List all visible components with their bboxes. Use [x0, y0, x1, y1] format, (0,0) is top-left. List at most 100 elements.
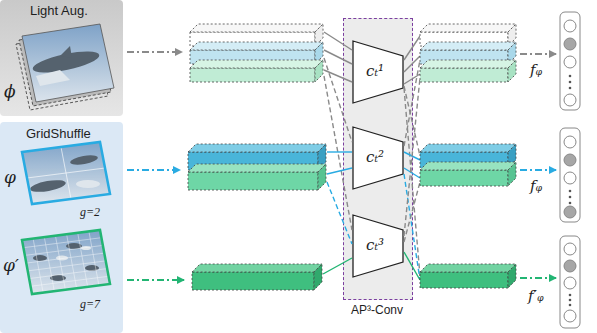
- feature-vector-part: [560, 128, 580, 222]
- shuffled-image-part-part: [33, 255, 47, 261]
- feature-stack-part: [315, 60, 323, 82]
- input-arrow-part: [127, 279, 184, 281]
- feature-vector-part: [560, 236, 580, 328]
- view-symbol: φ: [4, 168, 16, 188]
- input-arrow-part: [127, 169, 180, 171]
- feature-vector-part: [569, 81, 572, 84]
- feature-vector-part: [564, 136, 576, 148]
- flow-line-part: [404, 74, 420, 84]
- flow-line-part: [404, 174, 420, 280]
- augmented-image-part: [20, 20, 120, 110]
- augmented-image-part-part: [20, 20, 120, 110]
- feature-stack: [188, 24, 326, 290]
- flow-line-part: [324, 76, 352, 230]
- flow-line-part: [327, 168, 352, 174]
- view-symbol: ϕ: [4, 82, 16, 102]
- feature-name: f′ᵩ: [528, 288, 544, 305]
- input-arrow: [127, 52, 184, 280]
- feature-stack: [420, 24, 516, 288]
- flow-line-part: [327, 151, 352, 152]
- shuffled-image-part-part-part: [25, 245, 103, 255]
- conv-name: cₜ¹: [366, 63, 384, 80]
- feature-stack-part: [188, 164, 326, 172]
- shuffled-image: [20, 226, 115, 298]
- flow-line-part: [327, 182, 352, 244]
- input-arrow-part: [127, 51, 182, 53]
- module-box: AP³-Convcₜ¹cₜ²cₜ³: [343, 18, 413, 300]
- feature-stack-part: [192, 264, 322, 272]
- feature-stack-part: [192, 272, 314, 290]
- conv-branch: cₜ³: [352, 214, 404, 278]
- feature-vector-part: [560, 12, 580, 110]
- feature-stack-part: [508, 162, 516, 186]
- output-arrow-part: [520, 169, 556, 171]
- feature-stack-part: [420, 68, 508, 82]
- shuffled-image-part: [20, 226, 115, 298]
- feature-vector-part: [564, 260, 576, 272]
- augmented-image-part: [22, 24, 114, 102]
- feature-stack-part: [188, 172, 318, 190]
- feature-vector-part: [564, 56, 576, 68]
- conv-branch: cₜ¹: [352, 40, 404, 104]
- shuffled-image-part-part: [70, 154, 99, 167]
- augmented-image-part-part: [36, 70, 70, 86]
- feature-vector-part: [569, 304, 572, 307]
- feature-stack-part: [420, 60, 516, 68]
- panel-title: GridShuffle: [26, 127, 91, 142]
- trapezoid-shape: [353, 127, 403, 189]
- panel-title: Light Aug.: [30, 4, 88, 19]
- feature-stack-part: [190, 60, 323, 68]
- output-arrow-part: [520, 277, 556, 279]
- feature-vector-part: [564, 20, 576, 32]
- feature-stack-part: [190, 42, 323, 50]
- feature-vector-part: [569, 299, 572, 302]
- feature-vector-part: [569, 294, 572, 297]
- trapezoid-shape: [353, 41, 403, 103]
- flow-line-part: [323, 258, 352, 274]
- shuffled-image-part-part: [23, 231, 108, 292]
- feature-stack-part: [508, 60, 516, 82]
- flow-line-part: [404, 60, 420, 146]
- shuffled-image-part: [20, 138, 115, 208]
- feature-vector-part: [564, 206, 576, 218]
- feature-stack-part: [420, 24, 516, 32]
- flow-line-part: [404, 36, 420, 60]
- feature-stack-part: [508, 264, 516, 288]
- flow-line-part: [404, 88, 420, 276]
- grid-size: g=2: [80, 206, 100, 220]
- shuffled-image-part-part: [76, 180, 100, 188]
- shuffled-image-part-part-part: [28, 261, 106, 271]
- shuffled-image-part-part-part: [67, 234, 77, 288]
- shuffled-image-part-part-part: [78, 233, 88, 287]
- flow-line-part: [324, 32, 352, 50]
- shuffled-image-part-part-part: [55, 236, 65, 290]
- feature-vector-part: [569, 196, 572, 199]
- feature-vector-part: [564, 310, 576, 322]
- augmented-image-part-part: [60, 46, 72, 58]
- feature-vector-part: [564, 38, 576, 50]
- shuffled-image: [20, 138, 115, 208]
- feature-stack-part: [190, 68, 315, 82]
- view-symbol: φ′: [3, 256, 19, 276]
- output-arrow-part: [520, 53, 556, 55]
- flow-line-part: [404, 56, 420, 72]
- conv-name: cₜ²: [366, 149, 384, 166]
- feature-vector-part: [564, 243, 576, 255]
- feature-stack-part: [420, 144, 516, 152]
- feature-stack-part: [188, 144, 326, 152]
- feature-stack-part: [190, 24, 323, 32]
- shuffled-image-part-part: [29, 178, 66, 194]
- feature-vector-part: [569, 75, 572, 78]
- conv-name: cₜ³: [366, 237, 384, 254]
- flow-line: [323, 32, 352, 274]
- shuffled-image-part: [22, 142, 110, 204]
- shuffled-image-part-part-part: [26, 253, 104, 263]
- shuffled-image-part-part-part: [44, 237, 54, 291]
- feature-vector-part: [564, 94, 576, 106]
- output-arrow: [520, 54, 556, 278]
- feature-stack-part: [420, 170, 508, 186]
- flow-line-part: [404, 252, 420, 280]
- feature-vector-part: [564, 154, 576, 166]
- feature-stack-part: [420, 42, 516, 50]
